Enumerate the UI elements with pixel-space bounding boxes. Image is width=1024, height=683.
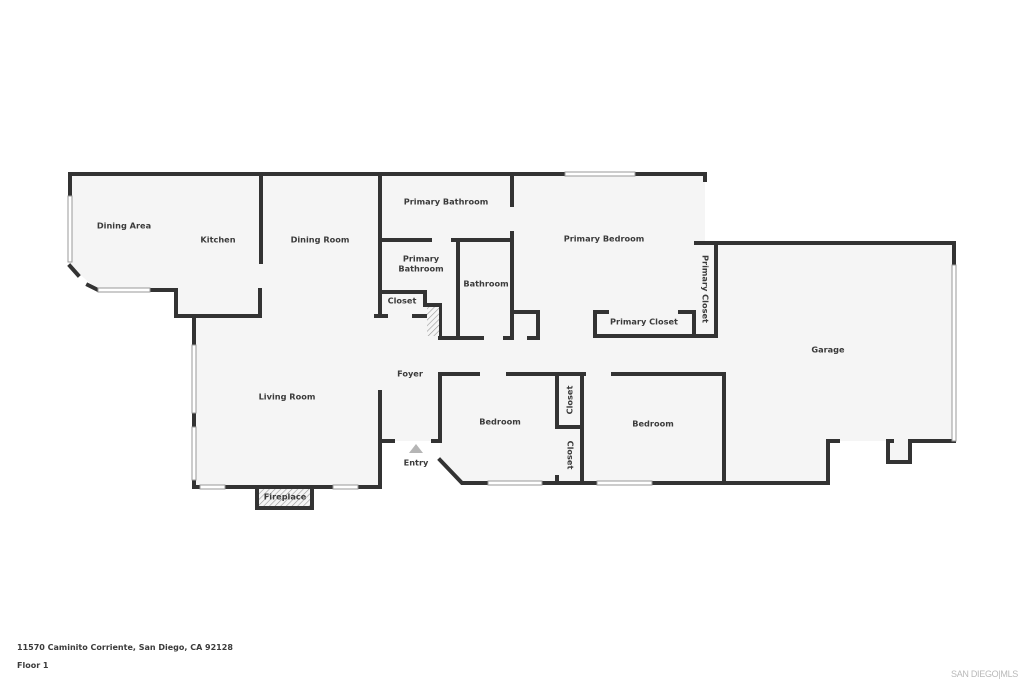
label-fireplace: Fireplace	[264, 492, 307, 502]
label-bedroom-1: Bedroom	[479, 417, 520, 427]
floor-label: Floor 1	[17, 661, 49, 670]
label-entry: Entry	[404, 458, 429, 468]
label-closet-lower: Closet	[566, 441, 576, 470]
label-bathroom: Bathroom	[463, 279, 508, 289]
label-primary-bathroom: Primary Bathroom	[404, 197, 488, 207]
label-dining-room: Dining Room	[291, 235, 350, 245]
label-living-room: Living Room	[259, 392, 316, 402]
entry-arrow-icon	[409, 444, 423, 453]
label-primary-closet-vertical: Primary Closet	[701, 255, 711, 323]
label-primary-bathroom-2-line1: Primary	[403, 254, 440, 264]
label-closet: Closet	[388, 296, 417, 306]
label-garage: Garage	[811, 345, 845, 355]
hatched-areas	[259, 307, 439, 506]
label-closet-upper: Closet	[565, 386, 575, 415]
label-primary-bathroom-2-line2: Bathroom	[398, 264, 443, 274]
windows	[67, 171, 957, 490]
floor-fill	[70, 174, 954, 508]
brand-logo: SAN DIEGO|MLS	[951, 669, 1018, 679]
label-foyer: Foyer	[397, 369, 424, 379]
walls	[67, 172, 956, 510]
label-primary-bedroom: Primary Bedroom	[564, 234, 645, 244]
label-kitchen: Kitchen	[200, 235, 235, 245]
property-address: 11570 Caminito Corriente, San Diego, CA …	[17, 643, 233, 652]
label-primary-closet: Primary Closet	[610, 317, 678, 327]
label-bedroom-2: Bedroom	[632, 419, 673, 429]
label-dining-area: Dining Area	[97, 221, 151, 231]
